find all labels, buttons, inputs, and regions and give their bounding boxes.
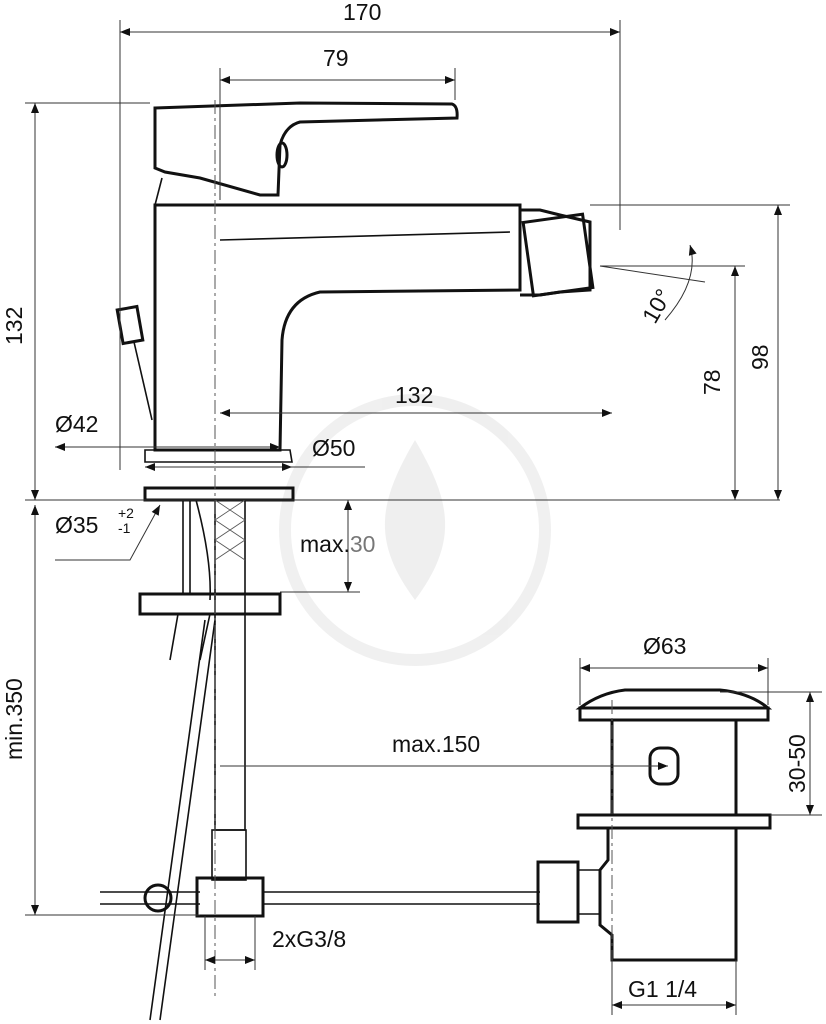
dim-min-hose: min.350	[1, 678, 27, 760]
popup-rod	[115, 304, 153, 421]
dim-waste-diameter: Ø63	[643, 633, 686, 659]
dim-total-height: 132	[1, 307, 27, 345]
dim-hole-diameter: Ø35	[55, 512, 98, 538]
faucet-lever	[153, 101, 459, 197]
dim-max-deck-value: 30	[350, 531, 376, 557]
dim-outlet-height: 98	[747, 344, 773, 370]
dim-hole-tol-minus: -1	[118, 520, 131, 536]
dim-connections: 2xG3/8	[272, 926, 346, 952]
dim-lever-length: 79	[323, 45, 349, 71]
faucet-body	[143, 177, 595, 502]
dim-waste-thread: G1 1/4	[628, 976, 697, 1002]
dim-spout-reach: 132	[395, 382, 433, 408]
dimension-lines	[25, 20, 822, 1015]
dim-waste-range: 30-50	[784, 734, 810, 793]
popup-waste	[536, 688, 773, 962]
dim-body-diameter: Ø42	[55, 411, 98, 437]
dim-hole-tol-plus: +2	[118, 505, 134, 521]
dim-max-deck: max.30	[300, 531, 375, 557]
dim-overall-width: 170	[343, 0, 381, 25]
dim-max-pull: max.150	[392, 731, 480, 757]
dim-spout-height: 78	[699, 369, 725, 395]
watermark-logo	[279, 394, 551, 666]
dim-angle: 10°	[637, 284, 677, 327]
dim-base-diameter: Ø50	[312, 435, 355, 461]
dim-max-deck-prefix: max.	[300, 531, 350, 557]
